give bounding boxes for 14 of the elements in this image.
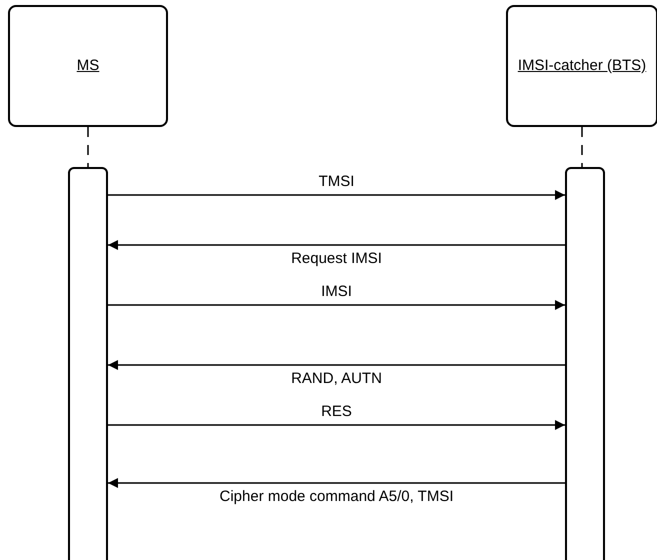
participant-label: IMSI-catcher (BTS) — [516, 56, 648, 76]
activation-bar — [565, 167, 605, 560]
message-arrow — [108, 300, 565, 310]
message-arrow — [108, 360, 565, 370]
participant-box — [8, 5, 168, 127]
lifeline — [581, 127, 583, 167]
lifeline — [87, 127, 89, 167]
participant-label: MS — [76, 56, 100, 76]
activation-bar — [68, 167, 108, 560]
message-arrow — [108, 240, 565, 250]
message-arrow — [108, 420, 565, 430]
message-arrow — [108, 478, 565, 488]
participant-box — [506, 5, 657, 127]
message-arrow — [108, 190, 565, 200]
